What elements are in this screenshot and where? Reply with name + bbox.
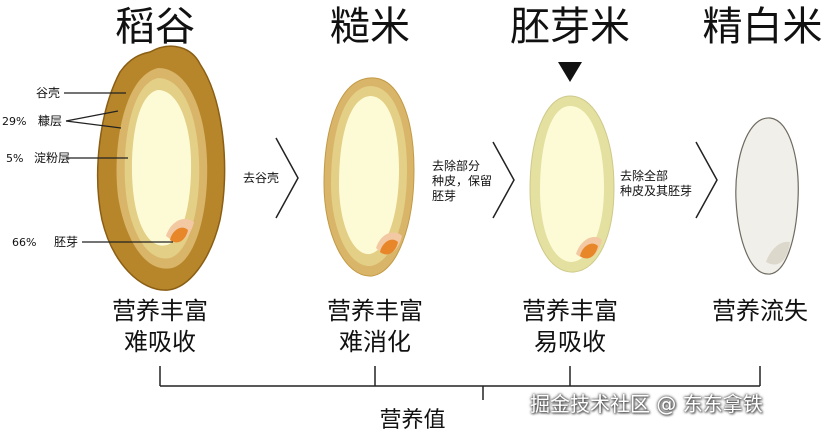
watermark: 掘金技术社区 @ 东东拿铁 xyxy=(530,392,763,416)
paddy-endosperm xyxy=(131,90,192,246)
chevron-1 xyxy=(275,137,299,219)
step-partial-polish: 去除部分 种皮，保留 胚芽 xyxy=(432,159,493,203)
label-germ: 胚芽 xyxy=(54,235,79,249)
stage-title-brown-rice: 糙米 xyxy=(330,4,410,50)
paddy-germ xyxy=(170,227,188,243)
step-full-polish: 去除全部 种皮及其胚芽 xyxy=(620,169,693,198)
brown-rice-germ xyxy=(380,239,398,255)
stage-title-white-rice: 精白米 xyxy=(702,4,823,50)
marker-triangle xyxy=(558,62,582,82)
stage-desc-germ-rice: 营养丰富 易吸收 xyxy=(522,297,618,356)
germ-rice-endosperm xyxy=(540,106,604,262)
brown-rice-endosperm xyxy=(339,96,399,255)
chevron-2 xyxy=(492,141,515,219)
paddy-grain xyxy=(96,45,226,291)
nutrition-value-label: 营养值 xyxy=(379,408,446,433)
process-chevrons xyxy=(275,137,718,219)
percent-bran: 29% xyxy=(2,115,27,128)
germ-rice-germ xyxy=(580,243,598,259)
label-lines xyxy=(64,92,173,243)
stage-desc-paddy: 营养丰富 难吸收 xyxy=(112,297,208,356)
percent-germ: 66% xyxy=(12,236,37,249)
nutrition-bracket xyxy=(159,366,761,400)
stage-desc-brown-rice: 营养丰富 难消化 xyxy=(327,297,423,356)
white-rice-tip xyxy=(766,241,790,265)
stage-desc-white-rice: 营养流失 xyxy=(712,297,808,325)
step-remove-husk: 去谷壳 xyxy=(243,171,280,185)
brown-rice-grain xyxy=(323,77,415,277)
label-husk: 谷壳 xyxy=(36,86,61,100)
percent-endosperm: 5% xyxy=(6,152,24,165)
chevron-3 xyxy=(695,141,718,219)
white-rice-grain xyxy=(735,117,799,275)
label-endosperm: 淀粉层 xyxy=(34,151,71,165)
stage-title-germ-rice: 胚芽米 xyxy=(510,4,630,50)
label-bran: 糠层 xyxy=(38,114,63,128)
white-rice-body xyxy=(735,117,799,275)
germ-rice-grain xyxy=(529,62,615,273)
stage-title-paddy: 稻谷 xyxy=(115,4,195,50)
